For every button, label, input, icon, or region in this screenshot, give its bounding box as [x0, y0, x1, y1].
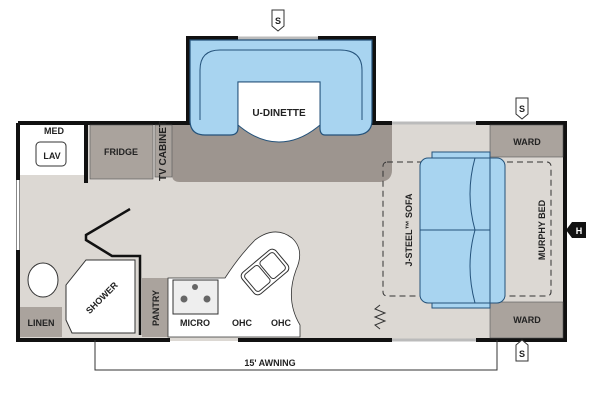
linen-label: LINEN [28, 318, 55, 328]
s-marker-right-top: S [515, 97, 529, 120]
tv-cabinet-label: TV CABINET [158, 121, 169, 181]
fridge-label: FRIDGE [104, 147, 138, 157]
lav-label: LAV [43, 151, 60, 161]
j-steel-sofa [419, 151, 506, 309]
toilet [27, 262, 59, 298]
s-marker-right-bottom: S [515, 339, 529, 362]
burner [180, 295, 188, 303]
pantry [142, 278, 168, 337]
pantry-label: PANTRY [151, 290, 161, 326]
svg-text:S: S [519, 349, 525, 359]
fridge [89, 124, 154, 180]
entry-door-spring [373, 304, 387, 330]
bath-door [84, 207, 142, 335]
ward-bottom-label: WARD [513, 315, 541, 325]
svg-text:S: S [519, 104, 525, 114]
murphy-bed-label: MURPHY BED [537, 199, 547, 260]
s-marker-top: S [271, 9, 285, 32]
linen [20, 307, 62, 337]
med-label: MED [44, 126, 65, 136]
ward-top-label: WARD [513, 137, 541, 147]
ohc-label: OHC [271, 318, 292, 328]
awning-label: 15' AWNING [244, 358, 295, 368]
svg-text:S: S [275, 16, 281, 26]
tv-cabinet [154, 124, 173, 178]
walls [16, 36, 567, 342]
dinette-floor [172, 123, 392, 182]
dinette-label: U-DINETTE [252, 108, 306, 119]
ohc-label: OHC [232, 318, 253, 328]
shower [65, 259, 136, 334]
u-dinette: U-DINETTE [189, 39, 373, 143]
micro-label: MICRO [180, 318, 210, 328]
h-marker: H [566, 222, 586, 238]
sink-lav [35, 141, 67, 167]
ward-bottom [489, 301, 564, 339]
ward-top [489, 124, 564, 158]
sofa-label: J-STEEL™ SOFA [404, 193, 414, 267]
burner [192, 284, 198, 290]
awning [94, 340, 498, 371]
burner [203, 295, 211, 303]
kitchen-sink [240, 248, 290, 296]
svg-text:H: H [576, 226, 583, 236]
